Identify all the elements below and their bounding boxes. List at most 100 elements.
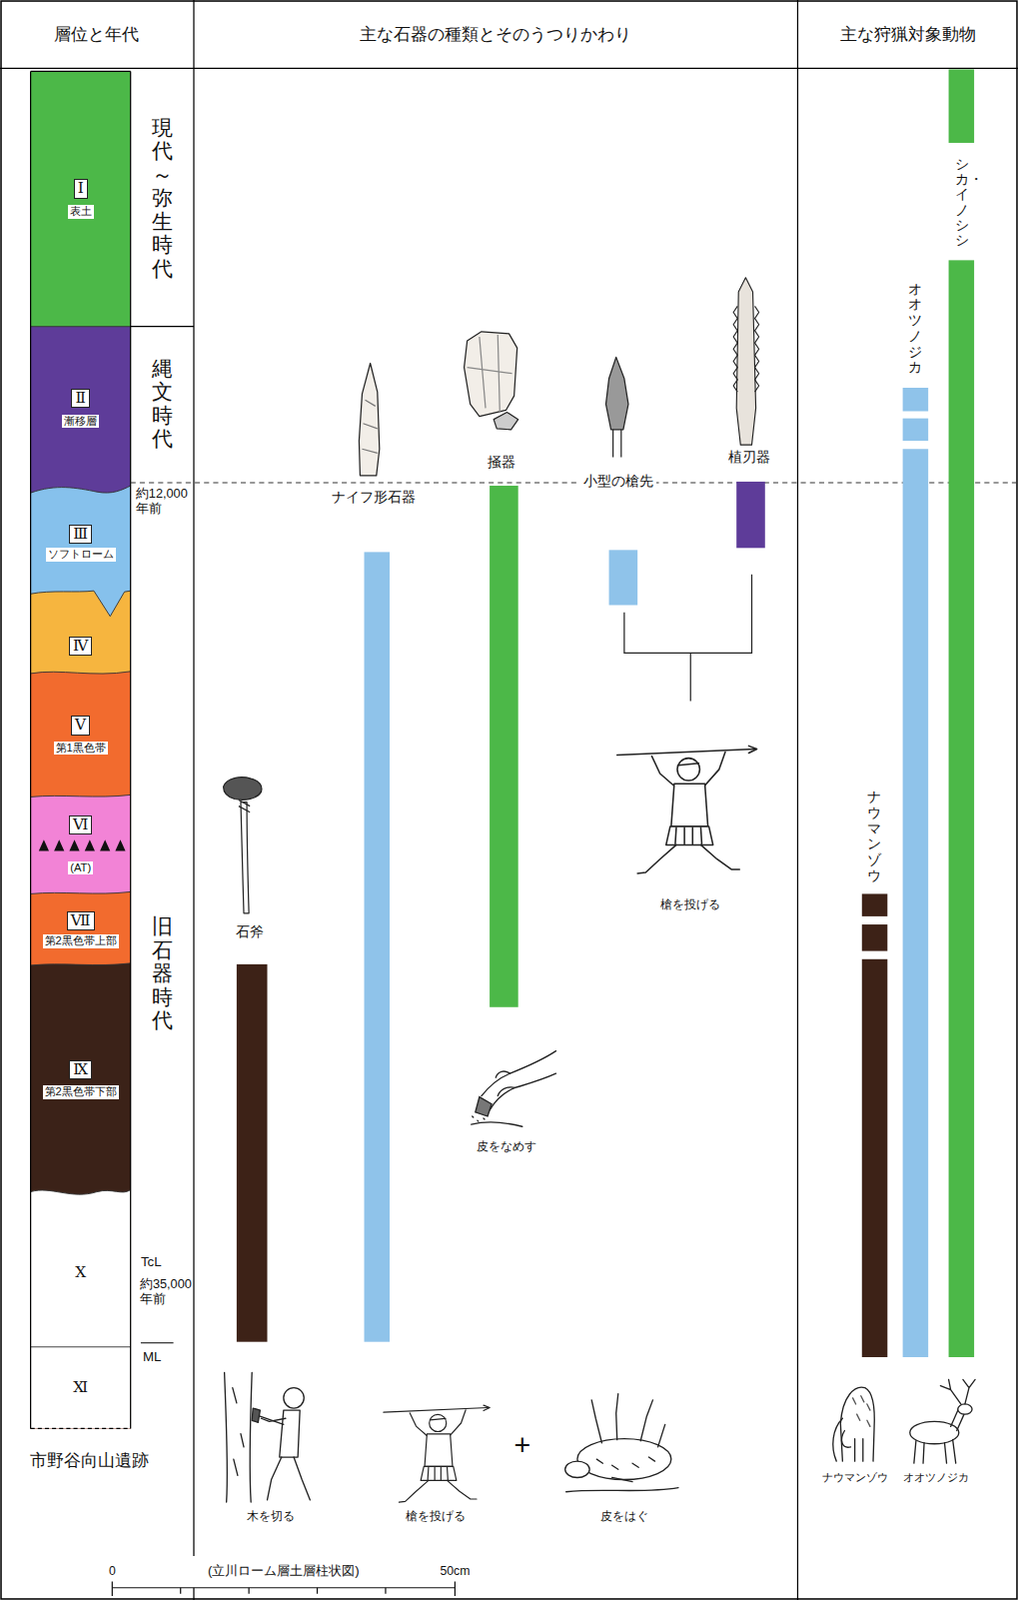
layer-boundary [30,485,131,493]
knife-tool [361,399,377,453]
era-name: 旧石器時代 [151,915,173,1033]
layer-number: Ⅳ [68,636,92,657]
hide-tanning-figure [471,1050,557,1127]
range-bar [364,551,391,1341]
tool-name: 石斧 [235,923,264,940]
layer-boundary [30,1189,131,1195]
scraper-tool [464,331,519,430]
hide-tanning-figure [475,1096,492,1116]
scale-caption: (立川ローム層土層柱状図) [207,1563,360,1579]
layer-number: Ⅶ [66,911,95,932]
era-name: 現代～弥生時代 [151,116,173,282]
header-cell: 主な石器の種類とそのうつりかわり [193,0,798,68]
range-bar [609,549,639,605]
soil-layer: Ⅰ表土 [30,70,131,326]
naumann-elephant-figure [853,1395,871,1427]
soil-layer: Ⅹ [30,1201,131,1345]
spear-point [613,429,622,458]
era-name: 縄文時代 [151,357,173,452]
layer-name: 漸移層 [61,414,99,428]
layer-name: 第1黒色帯 [53,741,108,755]
spear-point [605,356,628,457]
tool-name: 植刃器 [728,448,771,465]
naumann-elephant-figure [841,1430,851,1448]
skinning-figure [565,1393,679,1492]
scale-bar [111,1581,455,1596]
range-bar [736,481,766,548]
soil-layer: Ⅳ [30,618,131,674]
column-heading: 層位と年代 [53,23,139,45]
layer-name: 表土 [67,204,94,218]
knife-tool [358,362,379,475]
layer-boundary [30,590,131,617]
tephra-name: ML [142,1348,161,1364]
era-cell: 縄文時代 [130,326,194,483]
skinning-figure [577,1438,672,1480]
giant-deer-figure [940,1378,976,1404]
scale-bar [111,1586,455,1588]
scale-bar [111,1581,455,1596]
soil-layer: Ⅺ [30,1348,131,1427]
activity-caption: 皮をはぐ [600,1508,649,1523]
layer-fill [30,1189,131,1429]
header-cell: 層位と年代 [0,0,194,68]
layer-boundary [30,326,131,1347]
inset-blade-tool [736,277,756,445]
inset-blade-tool [755,305,760,392]
wood-cutting-figure [232,1387,244,1476]
period-boundary [130,481,1018,483]
layer-number: Ⅴ [70,715,90,736]
tephra-triangles [38,839,126,851]
layer-number: Ⅸ [68,1059,92,1080]
hide-tanning-figure [472,1115,485,1121]
inset-blade-tool [733,305,738,392]
era-rule [130,325,194,327]
knife-tool [358,362,379,475]
hide-tanning-figure [495,1070,515,1096]
range-bar [489,485,519,1008]
wood-cutting-figure [279,1409,300,1457]
stone-axe [223,777,262,800]
activity-caption: 木を切る [246,1508,295,1523]
layer-number: Ⅲ [68,524,92,545]
plus-sign: + [513,1427,531,1461]
tephra-name: TcL [140,1253,162,1269]
stone-axe [238,800,250,813]
wood-cutting-figure [283,1387,304,1408]
range-bar [862,924,889,952]
hide-tanning-figure [471,1121,523,1126]
column-outline [30,70,131,1428]
spear-thrower-figure [617,745,758,874]
giant-deer-figure [914,1439,957,1463]
header-rule [0,67,1018,69]
naumann-elephant-figure [855,1438,864,1461]
tephra-rule [140,1341,174,1343]
soil-layer: Ⅵ(AT) [30,798,131,891]
tool-name: ナイフ形石器 [331,488,416,505]
animal-name: オオツノジカ [903,1470,970,1484]
layer-fill [30,963,131,1429]
soil-layer: Ⅲソフトローム [30,493,131,592]
scraper-tool [493,412,519,430]
site-name: 市野谷向山遺跡 [29,1450,149,1471]
column-outline [30,1427,131,1429]
giant-deer-figure [958,1403,973,1414]
animal-name: オオツノジカ [908,281,923,376]
range-bar [949,259,976,1357]
era-cell: 旧石器時代 [130,816,194,1133]
column-divider [797,0,799,1600]
layer-boundary [30,1345,131,1347]
skinning-figure [591,1393,666,1447]
layer-fill [30,891,131,1428]
header-cell: 主な狩猟対象動物 [797,0,1018,68]
layer-name: 第2黒色帯下部 [42,1084,119,1098]
soil-layer: Ⅴ 第1黒色帯 [30,675,131,795]
age-note: 約35,000 年前 [139,1276,195,1306]
stone-axe [223,777,262,914]
animal-name: ナウマンゾウ [822,1470,889,1484]
tool-name: 掻器 [487,452,516,469]
inset-blade-tool [733,277,760,445]
layer-fill [30,671,131,1429]
range-bar [903,418,930,441]
